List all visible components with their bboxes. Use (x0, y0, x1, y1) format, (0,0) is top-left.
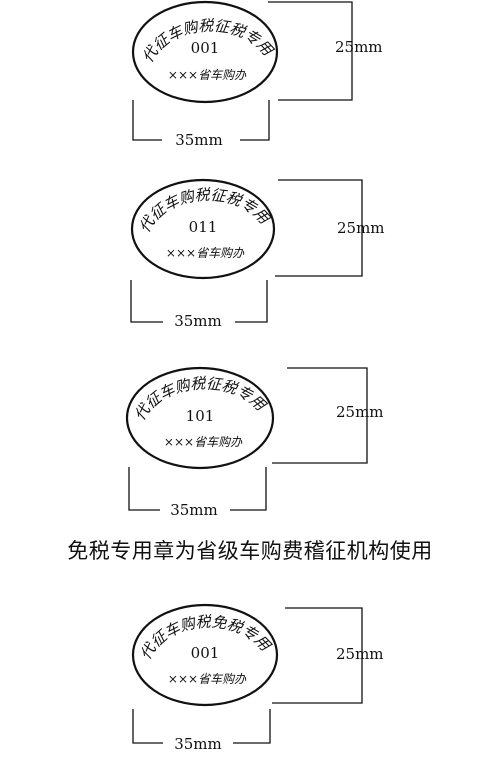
stamp-4-outline (131, 603, 279, 707)
stamp-3-width-bracket-right (230, 467, 267, 511)
stamp-3-outline (125, 366, 275, 470)
stamp-3-width-bracket (128, 467, 160, 511)
stamp-3-code: 101 (186, 407, 215, 425)
stamp-2-width-bracket-right (235, 280, 268, 323)
stamp-3-width-label: 35mm (170, 501, 218, 519)
stamp-2-bottom-text: ×××省车购办 (166, 246, 245, 260)
stamp-4-bottom-text: ×××省车购办 (168, 672, 247, 686)
stamp-1-code: 001 (191, 39, 220, 57)
stamp-4-width-label: 35mm (174, 735, 222, 753)
stamp-1-width-label: 35mm (175, 131, 223, 149)
stamp-3-bottom-text: ×××省车购办 (164, 435, 243, 449)
tax-exempt-stamp-caption: 免税专用章为省级车购费稽征机构使用 (67, 539, 433, 563)
stamp-2-height-label: 25mm (337, 219, 385, 237)
stamp-1-height-label: 25mm (335, 38, 383, 56)
stamp-1-bottom-text: ×××省车购办 (168, 68, 247, 82)
stamp-1-width-bracket (132, 100, 162, 141)
stamp-3-height-bracket (272, 367, 368, 464)
stamp-1: 代征车购税征税专用章 001 ×××省车购办 25mm 35mm (0, 0, 383, 149)
stamp-2-outline (130, 178, 276, 280)
stamp-2-code: 011 (189, 218, 218, 236)
stamp-1-outline (131, 0, 279, 104)
stamp-4-width-bracket (132, 709, 163, 744)
stamp-1-width-bracket-right (240, 100, 270, 141)
stamp-3-height-label: 25mm (336, 403, 384, 421)
stamp-2-height-bracket (275, 179, 363, 277)
stamp-2-width-bracket (130, 280, 163, 323)
stamp-2-width-label: 35mm (174, 312, 222, 330)
stamp-1-height-bracket (268, 1, 353, 101)
stamp-4-height-bracket (272, 607, 363, 704)
stamp-4-code: 001 (191, 644, 220, 662)
stamp-4-width-bracket-right (233, 709, 271, 744)
stamp-4-height-label: 25mm (336, 645, 384, 663)
